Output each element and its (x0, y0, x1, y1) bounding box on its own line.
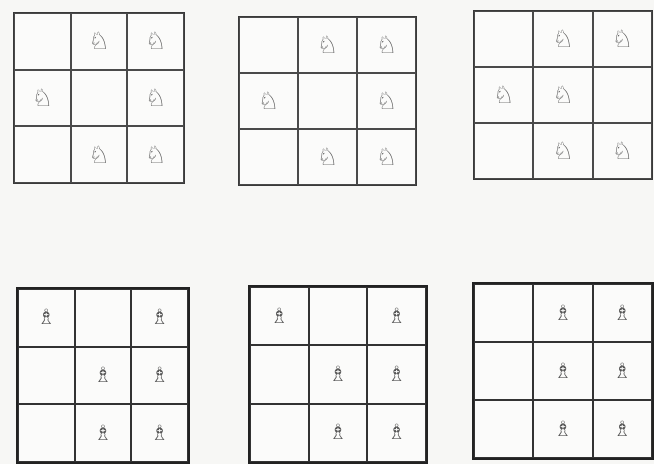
bishop-icon: ♗ (554, 419, 573, 440)
knight-icon: ♘ (493, 83, 515, 107)
board-cell: ♘ (71, 126, 128, 183)
board-cell: ♗ (533, 400, 592, 458)
board-cell (474, 11, 533, 67)
board-cell (239, 17, 298, 73)
bishop-board-3: ♗ ♗ ♗ ♗ ♗ ♗ (472, 282, 654, 460)
board-cell (250, 345, 309, 403)
board-cell: ♗ (131, 289, 188, 347)
bishop-icon: ♗ (554, 303, 573, 324)
board-cell (250, 404, 309, 462)
knight-icon: ♘ (32, 86, 54, 110)
bishop-icon: ♗ (613, 303, 632, 324)
board-cell: ♗ (593, 400, 652, 458)
board-cell: ♗ (309, 345, 368, 403)
knight-icon: ♘ (88, 143, 110, 167)
board-cell (474, 400, 533, 458)
bishop-icon: ♗ (37, 307, 56, 328)
board-cell: ♗ (367, 345, 426, 403)
board-cell: ♘ (127, 70, 184, 127)
board-cell: ♘ (533, 67, 592, 123)
board-cell: ♗ (533, 342, 592, 400)
board-cell: ♘ (298, 129, 357, 185)
bishop-board-2: ♗ ♗ ♗ ♗ ♗ ♗ (248, 285, 428, 464)
knight-icon: ♘ (258, 89, 280, 113)
board-cell: ♗ (250, 287, 309, 345)
knight-icon: ♘ (145, 86, 167, 110)
board-cell: ♘ (127, 126, 184, 183)
bishop-icon: ♗ (150, 307, 169, 328)
knight-icon: ♘ (317, 145, 339, 169)
board-cell: ♗ (131, 347, 188, 405)
bishop-icon: ♗ (150, 423, 169, 444)
board-cell: ♘ (357, 73, 416, 129)
board-cell (593, 67, 652, 123)
board-cell: ♗ (533, 284, 592, 342)
knight-icon: ♘ (552, 83, 574, 107)
knight-icon: ♘ (552, 139, 574, 163)
bishop-icon: ♗ (329, 422, 348, 443)
knight-board-1: ♘ ♘ ♘ ♘ ♘ ♘ (13, 12, 185, 184)
board-cell (18, 404, 75, 462)
board-cell (14, 126, 71, 183)
board-cell: ♗ (593, 284, 652, 342)
board-cell (18, 347, 75, 405)
knight-board-3: ♘ ♘ ♘ ♘ ♘ ♘ (473, 10, 653, 180)
bishop-icon: ♗ (329, 364, 348, 385)
knight-icon: ♘ (88, 29, 110, 53)
board-cell: ♗ (593, 342, 652, 400)
board-cell (474, 123, 533, 179)
bishop-icon: ♗ (387, 306, 406, 327)
bishop-icon: ♗ (387, 422, 406, 443)
bishop-icon: ♗ (613, 361, 632, 382)
knight-icon: ♘ (612, 27, 634, 51)
board-cell: ♗ (75, 347, 132, 405)
board-cell: ♘ (239, 73, 298, 129)
knight-icon: ♘ (376, 89, 398, 113)
knight-icon: ♘ (145, 143, 167, 167)
board-cell: ♘ (357, 129, 416, 185)
knight-icon: ♘ (376, 145, 398, 169)
knight-icon: ♘ (612, 139, 634, 163)
bishop-icon: ♗ (94, 365, 113, 386)
board-cell: ♗ (367, 404, 426, 462)
board-cell: ♗ (131, 404, 188, 462)
bishop-board-1: ♗ ♗ ♗ ♗ ♗ ♗ (16, 287, 190, 464)
board-cell: ♘ (71, 13, 128, 70)
board-cell: ♘ (14, 70, 71, 127)
board-cell: ♘ (533, 123, 592, 179)
board-cell: ♗ (75, 404, 132, 462)
board-cell (71, 70, 128, 127)
bishop-icon: ♗ (270, 306, 289, 327)
bishop-icon: ♗ (613, 419, 632, 440)
bishop-icon: ♗ (150, 365, 169, 386)
board-cell (474, 342, 533, 400)
board-cell: ♘ (298, 17, 357, 73)
board-cell (474, 284, 533, 342)
board-cell (14, 13, 71, 70)
board-cell (239, 129, 298, 185)
board-cell (75, 289, 132, 347)
knight-icon: ♘ (552, 27, 574, 51)
board-cell: ♗ (18, 289, 75, 347)
board-cell: ♗ (309, 404, 368, 462)
board-cell: ♗ (367, 287, 426, 345)
bishop-icon: ♗ (387, 364, 406, 385)
bishop-icon: ♗ (94, 423, 113, 444)
knight-board-2: ♘ ♘ ♘ ♘ ♘ ♘ (238, 16, 417, 186)
knight-icon: ♘ (317, 33, 339, 57)
knight-icon: ♘ (376, 33, 398, 57)
bishop-icon: ♗ (554, 361, 573, 382)
board-cell: ♘ (474, 67, 533, 123)
board-cell: ♘ (533, 11, 592, 67)
board-cell: ♘ (357, 17, 416, 73)
board-cell: ♘ (593, 123, 652, 179)
board-cell (298, 73, 357, 129)
knight-icon: ♘ (145, 29, 167, 53)
board-cell: ♘ (593, 11, 652, 67)
board-cell (309, 287, 368, 345)
board-cell: ♘ (127, 13, 184, 70)
